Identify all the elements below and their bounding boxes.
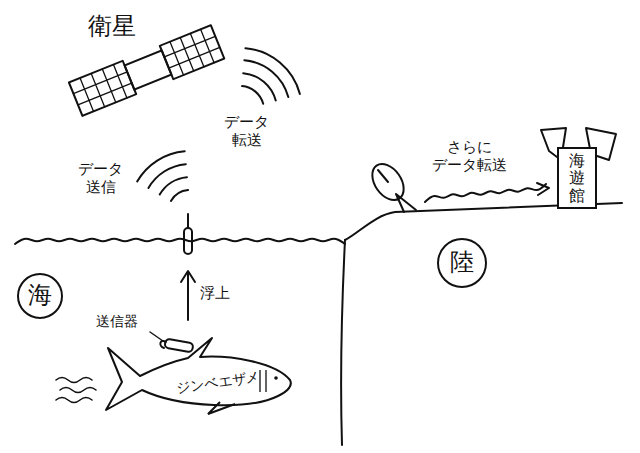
signal-wave <box>160 177 187 194</box>
signal-wave <box>171 190 188 201</box>
transmitter-body <box>164 339 193 353</box>
cliff-line <box>341 240 345 445</box>
signal-wave <box>243 73 276 100</box>
signal-wave <box>148 164 185 188</box>
transmitter-label: 送信器 <box>96 313 138 330</box>
signal-wave <box>244 60 288 97</box>
further-transfer-label: さらに データ転送 <box>432 138 507 174</box>
panel-grid <box>160 25 224 79</box>
shark-body <box>106 338 291 410</box>
sea-surface <box>15 239 345 244</box>
sea-circle: 海 <box>17 273 64 320</box>
shark-fin <box>208 402 235 414</box>
shark-outline <box>100 330 295 415</box>
satellite-label: 衛星 <box>88 12 136 41</box>
transmit-label: データ 送信 <box>78 160 123 196</box>
antenna <box>187 214 189 228</box>
building-name: 海遊館 <box>569 152 585 205</box>
land-circle: 陸 <box>437 238 487 288</box>
region-name: 陸 <box>450 249 474 277</box>
region-name: 海 <box>28 282 52 310</box>
floating-transmitter <box>184 214 192 254</box>
dish-antenna <box>366 158 416 212</box>
dish-legs <box>396 194 416 212</box>
signal-wave <box>245 48 299 94</box>
shark-eye <box>274 376 278 380</box>
solar-panel <box>160 25 224 79</box>
water-motion <box>56 378 96 403</box>
building-box: 海遊館 <box>557 147 597 210</box>
whale-shark: ジンベエザメ <box>100 330 295 415</box>
shark-gills <box>260 370 266 392</box>
signal-wave <box>137 151 185 181</box>
signal-wave <box>242 86 263 104</box>
surfacing-arrow <box>181 271 195 320</box>
transmitter-clip <box>160 341 166 348</box>
dish-feed <box>378 170 388 182</box>
leader-line <box>150 332 163 341</box>
surfacing-label: 浮上 <box>200 284 230 302</box>
dish <box>366 158 410 206</box>
transfer-wave <box>425 184 546 202</box>
waves <box>15 48 546 244</box>
shark-transmitter <box>160 339 193 353</box>
transfer-label: データ 転送 <box>224 113 269 149</box>
